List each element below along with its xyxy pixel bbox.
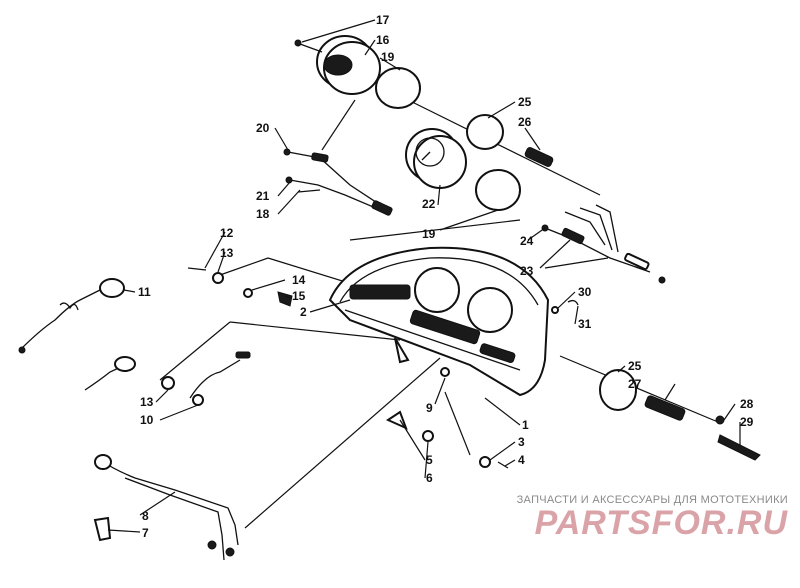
callout-6: 6 (426, 471, 433, 485)
wire-harness-right (541, 204, 666, 284)
callout-14: 14 (292, 273, 306, 287)
callout-21: 21 (256, 189, 270, 203)
callout-8: 8 (142, 509, 149, 523)
grommet-30-31 (551, 299, 579, 314)
callout-3: 3 (518, 435, 525, 449)
callout-18: 18 (256, 207, 270, 221)
callout-17: 17 (376, 13, 390, 27)
callout-19: 19 (381, 50, 395, 64)
callout-29: 29 (740, 415, 754, 429)
callout-5: 5 (426, 453, 433, 467)
callout-2: 2 (300, 305, 307, 319)
callout-16: 16 (376, 33, 390, 47)
bracket-5-6 (385, 410, 434, 442)
callout-25: 25 (518, 95, 532, 109)
bezel-ring-25-lower (599, 369, 637, 411)
watermark-logo: PARTSFOR.RU (534, 504, 788, 542)
callout-labels: 17 16 19 25 26 20 21 18 22 19 24 23 12 1… (138, 13, 754, 540)
callout-23: 23 (520, 264, 534, 278)
callout-25-lower: 25 (628, 359, 642, 373)
leader-lines (107, 19, 741, 533)
callout-31: 31 (578, 317, 592, 331)
callout-20: 20 (256, 121, 270, 135)
callout-9: 9 (426, 401, 433, 415)
hardware-3-4 (479, 456, 509, 469)
callout-11: 11 (138, 285, 151, 299)
callout-30: 30 (578, 285, 592, 299)
bezel-ring-25-top (466, 114, 504, 150)
callout-22: 22 (422, 197, 436, 211)
callout-13: 13 (220, 246, 234, 260)
gauge-tachometer (405, 128, 467, 189)
callout-12: 12 (220, 226, 234, 240)
switch-11 (18, 278, 125, 354)
callout-15: 15 (292, 289, 306, 303)
cable-7-8 (93, 454, 239, 561)
bulb-29 (717, 434, 761, 461)
hardware-12-13 (187, 267, 224, 284)
bezel-ring-19-lower (475, 169, 521, 211)
assembly-lines (159, 91, 719, 529)
callout-28: 28 (740, 397, 754, 411)
callout-26: 26 (518, 115, 532, 129)
bezel-ring-19-top (375, 67, 421, 109)
callout-4: 4 (518, 453, 525, 467)
callout-19-lower: 19 (422, 227, 436, 241)
callout-7: 7 (142, 526, 149, 540)
callout-1: 1 (522, 418, 529, 432)
callout-24: 24 (520, 234, 534, 248)
hardware-14-15 (243, 288, 293, 307)
gauge-speedometer (294, 35, 381, 95)
wire-harness-left (283, 148, 393, 216)
switch-10-13 (84, 351, 251, 406)
instrument-housing (328, 246, 550, 397)
screw-9 (440, 367, 450, 377)
bulb-socket-27 (644, 395, 686, 421)
bulb-28 (715, 415, 725, 425)
watermark-tagline: ЗАПЧАСТИ И АКСЕССУАРЫ ДЛЯ МОТОТЕХНИКИ (516, 494, 788, 506)
callout-10: 10 (140, 413, 154, 427)
callout-13-lower: 13 (140, 395, 154, 409)
bulb-socket-26 (524, 147, 554, 167)
callout-27: 27 (628, 377, 642, 391)
